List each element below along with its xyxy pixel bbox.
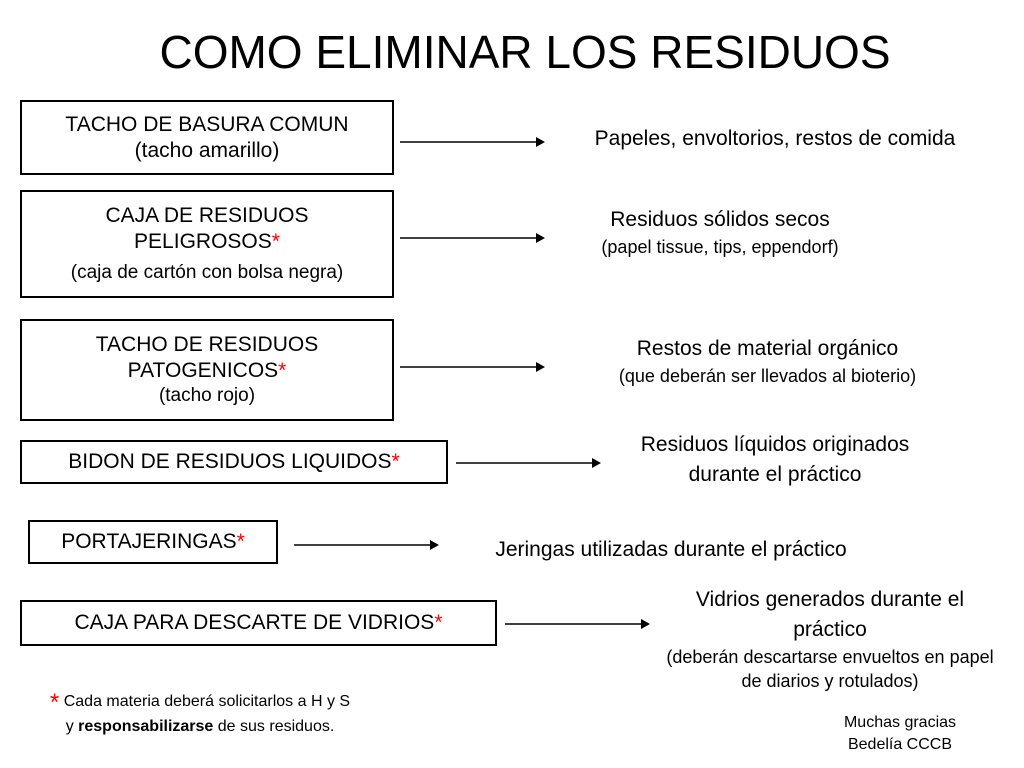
footnote: * Cada materia deberá solicitarlos a H y… xyxy=(10,690,390,739)
box-caja-residuos-peligrosos: CAJA DE RESIDUOS PELIGROSOS* (caja de ca… xyxy=(20,190,394,298)
thanks-note: Muchas gracias Bedelía CCCB xyxy=(800,712,1000,756)
box-bidon-residuos-liquidos: BIDON DE RESIDUOS LIQUIDOS* xyxy=(20,440,448,484)
arrow-icon xyxy=(294,540,439,550)
thanks-line: Bedelía CCCB xyxy=(847,736,953,753)
arrow-icon xyxy=(505,619,650,629)
box-line: CAJA PARA DESCARTE DE VIDRIOS xyxy=(74,611,435,634)
dest-sub: de diarios y rotulados) xyxy=(741,671,919,691)
dest-main: Residuos sólidos secos xyxy=(610,208,830,231)
dest-sub: (papel tissue, tips, eppendorf) xyxy=(601,237,839,257)
page-title: COMO ELIMINAR LOS RESIDUOS xyxy=(159,26,891,78)
dest-main: Residuos líquidos originados xyxy=(640,433,910,456)
box-line: PATOGENICOS xyxy=(127,359,279,382)
footnote-line: Cada materia deberá solicitarlos a H y S xyxy=(63,693,351,710)
dest-vidrios: Vidrios generados durante el práctico (d… xyxy=(640,585,1020,693)
arrow-icon xyxy=(400,362,545,372)
dest-main: Restos de material orgánico xyxy=(636,337,899,360)
box-tacho-basura-comun: TACHO DE BASURA COMUN (tacho amarillo) xyxy=(20,100,394,175)
asterisk-icon: * xyxy=(271,230,280,253)
box-tacho-residuos-patogenicos: TACHO DE RESIDUOS PATOGENICOS* (tacho ro… xyxy=(20,319,394,421)
asterisk-icon: * xyxy=(434,611,443,634)
asterisk-icon: * xyxy=(278,359,287,382)
dest-sub: (deberán descartarse envueltos en papel xyxy=(666,647,994,667)
dest-residuos-solidos: Residuos sólidos secos (papel tissue, ti… xyxy=(545,205,895,259)
dest-jeringas: Jeringas utilizadas durante el práctico xyxy=(446,535,896,565)
dest-residuos-liquidos: Residuos líquidos originados durante el … xyxy=(580,430,970,490)
footnote-text: y xyxy=(65,718,79,735)
dest-main: Papeles, envoltorios, restos de comida xyxy=(594,127,956,150)
box-line: TACHO DE RESIDUOS xyxy=(95,333,319,356)
dest-sub: (que deberán ser llevados al bioterio) xyxy=(618,366,917,386)
arrow-icon xyxy=(456,458,601,468)
asterisk-icon: * xyxy=(236,530,245,553)
asterisk-icon: * xyxy=(49,689,60,716)
dest-papeles: Papeles, envoltorios, restos de comida xyxy=(550,124,1000,154)
box-portajeringas: PORTAJERINGAS* xyxy=(28,520,278,564)
dest-main: Vidrios generados durante el xyxy=(695,588,965,611)
box-line: (caja de cartón con bolsa negra) xyxy=(70,262,344,283)
dest-main: durante el práctico xyxy=(688,463,862,486)
box-line: (tacho rojo) xyxy=(158,385,256,406)
dest-main: práctico xyxy=(793,618,867,641)
box-line: CAJA DE RESIDUOS xyxy=(105,204,309,227)
box-line: (tacho amarillo) xyxy=(134,138,280,162)
arrow-icon xyxy=(400,233,545,243)
asterisk-icon: * xyxy=(391,450,400,473)
box-line: TACHO DE BASURA COMUN xyxy=(65,112,349,136)
dest-main: Jeringas utilizadas durante el práctico xyxy=(495,538,847,561)
dest-material-organico: Restos de material orgánico (que deberán… xyxy=(545,334,990,388)
footnote-text: de sus residuos. xyxy=(213,718,335,735)
thanks-line: Muchas gracias xyxy=(843,714,957,731)
box-caja-descarte-vidrios: CAJA PARA DESCARTE DE VIDRIOS* xyxy=(20,600,497,646)
arrow-icon xyxy=(400,137,545,147)
footnote-bold: responsabilizarse xyxy=(78,718,214,735)
box-line: PORTAJERINGAS xyxy=(61,530,237,553)
box-line: PELIGROSOS xyxy=(134,230,272,253)
box-line: BIDON DE RESIDUOS LIQUIDOS xyxy=(68,450,392,473)
